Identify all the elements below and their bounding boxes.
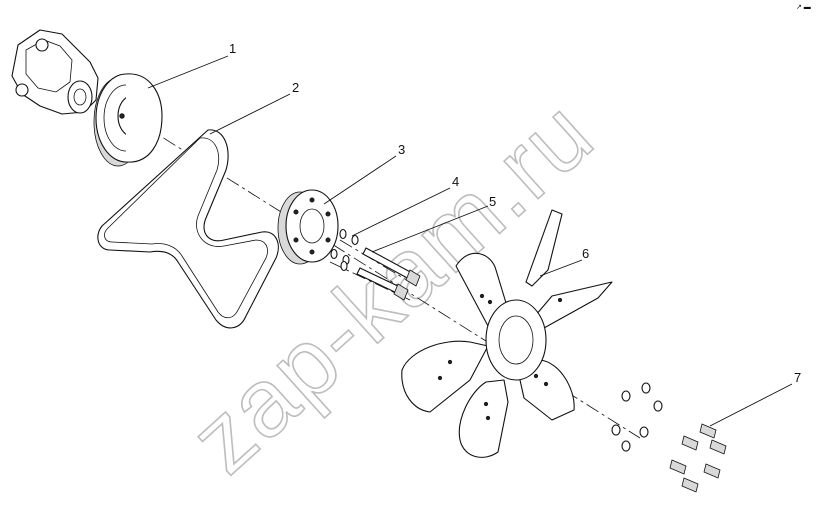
leader-4	[351, 187, 451, 237]
bolt-axis-lower	[329, 261, 411, 301]
callout-2: 2	[292, 80, 299, 95]
callout-1: 1	[229, 41, 236, 56]
leader-1	[147, 55, 229, 89]
part-5-long-bolts	[356, 247, 421, 301]
leader-7	[709, 383, 793, 427]
part-1-pulley	[93, 73, 163, 167]
callout-6: 6	[582, 246, 589, 261]
part-6-cooling-fan	[401, 209, 613, 458]
part-3-fan-hub	[277, 189, 339, 265]
part-4-washers	[330, 228, 359, 272]
leader-2	[209, 93, 291, 135]
corner-mark: ↗ ▬	[796, 4, 811, 11]
callout-3: 3	[398, 142, 405, 157]
callout-4: 4	[452, 174, 459, 189]
part-2-drive-belt	[97, 129, 279, 329]
part-1-water-pump	[11, 29, 99, 115]
callout-5: 5	[489, 194, 496, 209]
leader-5	[371, 205, 489, 253]
leader-3	[323, 155, 397, 205]
leader-6	[539, 259, 583, 277]
callout-7: 7	[794, 370, 801, 385]
part-7-nuts-and-bolts	[611, 382, 727, 493]
